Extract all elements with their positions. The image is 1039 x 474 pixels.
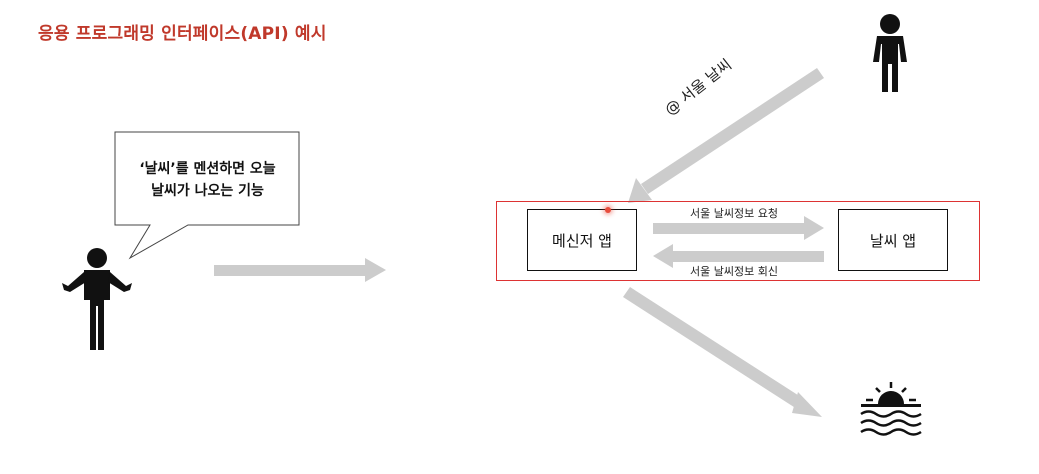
person-with-raised-hands-icon — [62, 248, 132, 350]
request-label: 서울 날씨정보 요청 — [690, 207, 778, 220]
messenger-app-label: 메신저 앱 — [552, 231, 612, 250]
result-arrow — [623, 287, 822, 417]
speech-bubble-line: 날씨가 나오는 기능 — [151, 183, 264, 199]
cursor-highlight-dot — [605, 207, 611, 213]
speech-bubble-text: ‘날씨’를 멘션하면 오늘 날씨가 나오는 기능 — [120, 158, 295, 202]
response-label: 서울 날씨정보 회신 — [690, 265, 778, 278]
mention-arrow — [628, 68, 824, 203]
page-title: 응용 프로그래밍 인터페이스(API) 예시 — [38, 24, 327, 44]
system-frame — [496, 201, 980, 281]
weather-app-box: 날씨 앱 — [838, 209, 948, 271]
weather-app-label: 날씨 앱 — [869, 231, 917, 250]
speech-bubble-line: ‘날씨’를 멘션하면 오늘 — [139, 161, 276, 177]
response-arrow — [653, 244, 824, 268]
forward-arrow — [214, 258, 386, 282]
sunset-over-water-icon — [860, 382, 922, 436]
speech-bubble — [114, 131, 300, 260]
person-standing-icon — [873, 14, 907, 92]
request-arrow — [653, 216, 824, 240]
messenger-app-box: 메신저 앱 — [527, 209, 637, 271]
